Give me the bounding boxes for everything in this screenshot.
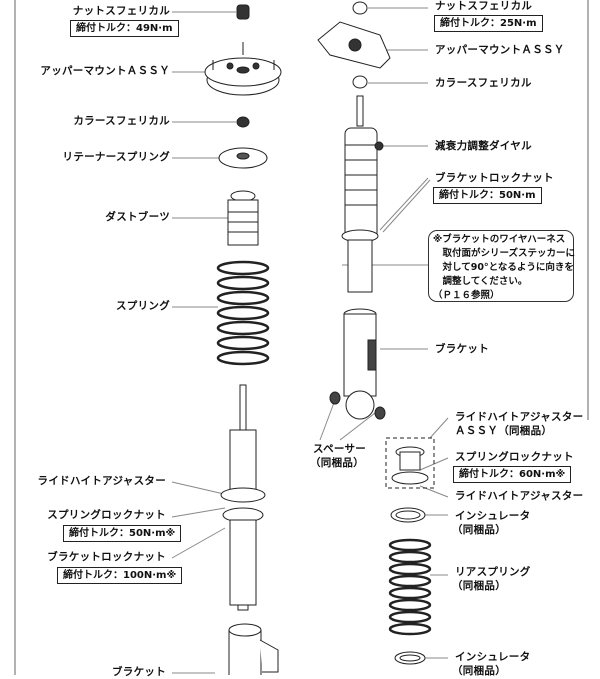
left-spring-lock-nut-label: スプリングロックナット [47,509,166,521]
right-collar-spherical-part [352,75,368,89]
rha-assy-sub-label: ＡＳＳＹ（同梱品） [455,425,553,437]
spacer-label: スペーサー [313,443,367,455]
note-line: （Ｐ１６参照） [433,290,500,301]
left-nut-spherical-part [236,4,250,20]
left-collar-spherical-part [236,116,250,128]
right-insulator-top-part [390,507,426,523]
insulator-top-label: インシュレータ [455,510,531,522]
right-insulator-bottom-part [394,651,426,665]
note-line: 取付面がシリーズステッカーに [433,248,576,259]
bracket-orientation-note: ※ブラケットのワイヤハーネス 取付面がシリーズステッカーに 対して90°となるよ… [428,230,576,302]
right-damping-dial-label: 減衰力調整ダイヤル [435,140,532,152]
right-upper-mount-label: アッパーマウントＡＳＳＹ [435,44,565,56]
right-nut-spherical-label: ナットスフェリカル [435,0,533,12]
note-line: ※ブラケットのワイヤハーネス [433,234,566,245]
note-line: 対して90°となるように向きを [433,262,574,273]
right-bracket-part [343,308,377,420]
right-upper-mount-part [317,21,391,69]
rha-assy-dashed-box [385,437,435,489]
right-bracket-lock-nut-label: ブラケットロックナット [435,172,554,184]
right-spring-lock-torque-box: 締付トルク：60N·m※ [453,466,572,483]
left-bracket-lock-torque-box: 締付トルク：100N·m※ [57,567,183,584]
left-retainer-spring-part [218,147,268,169]
insulator-bottom-label: インシュレータ [455,651,531,663]
left-collar-spherical-label: カラースフェリカル [73,115,170,127]
left-nut-torque-box: 締付トルク：49N·m [70,20,179,37]
right-ride-height-adjuster-label: ライドハイトアジャスター [455,490,584,502]
left-retainer-spring-label: リテーナースプリング [62,151,170,163]
right-ride-height-adjuster-part [391,446,429,485]
note-line: 調整してください。 [433,276,528,287]
left-dust-boot-label: ダストブーツ [105,211,170,223]
right-spring-lock-nut-label: スプリングロックナット [455,451,574,463]
rear-spring-label: リアスプリング [455,566,531,578]
left-spring-label: スプリング [116,300,170,312]
right-rear-spring-part [388,538,432,636]
right-collar-spherical-label: カラースフェリカル [435,77,532,89]
spacer-sub-label: （同梱品） [310,457,364,469]
rear-spring-sub-label: （同梱品） [452,580,506,592]
left-shock-absorber-part [220,384,266,611]
leader-lines [171,7,449,674]
left-nut-spherical-label: ナットスフェリカル [72,5,170,17]
left-bracket-part [228,623,279,675]
left-spring-lock-torque-box: 締付トルク：50N·m※ [63,525,182,542]
right-shock-absorber-part [341,95,384,293]
rha-assy-label: ライドハイトアジャスター [455,411,584,423]
insulator-bottom-sub-label: （同梱品） [452,665,506,677]
insulator-top-sub-label: （同梱品） [452,524,506,536]
right-nut-spherical-part [352,1,368,15]
left-spring-part [216,260,270,366]
right-spacer-parts [329,391,386,420]
left-ride-height-adjuster-label: ライドハイトアジャスター [37,475,166,487]
left-bracket-label: ブラケット [112,666,166,678]
right-nut-torque-box: 締付トルク：25N·m [434,15,543,32]
left-bracket-lock-nut-label: ブラケットロックナット [47,551,166,563]
left-upper-mount-label: アッパーマウントＡＳＳＹ [40,65,170,77]
left-upper-mount-part [204,42,282,96]
right-bracket-label: ブラケット [435,343,489,355]
left-dust-boot-part [227,190,259,246]
right-bracket-lock-torque-box: 締付トルク：50N·m [433,187,542,204]
